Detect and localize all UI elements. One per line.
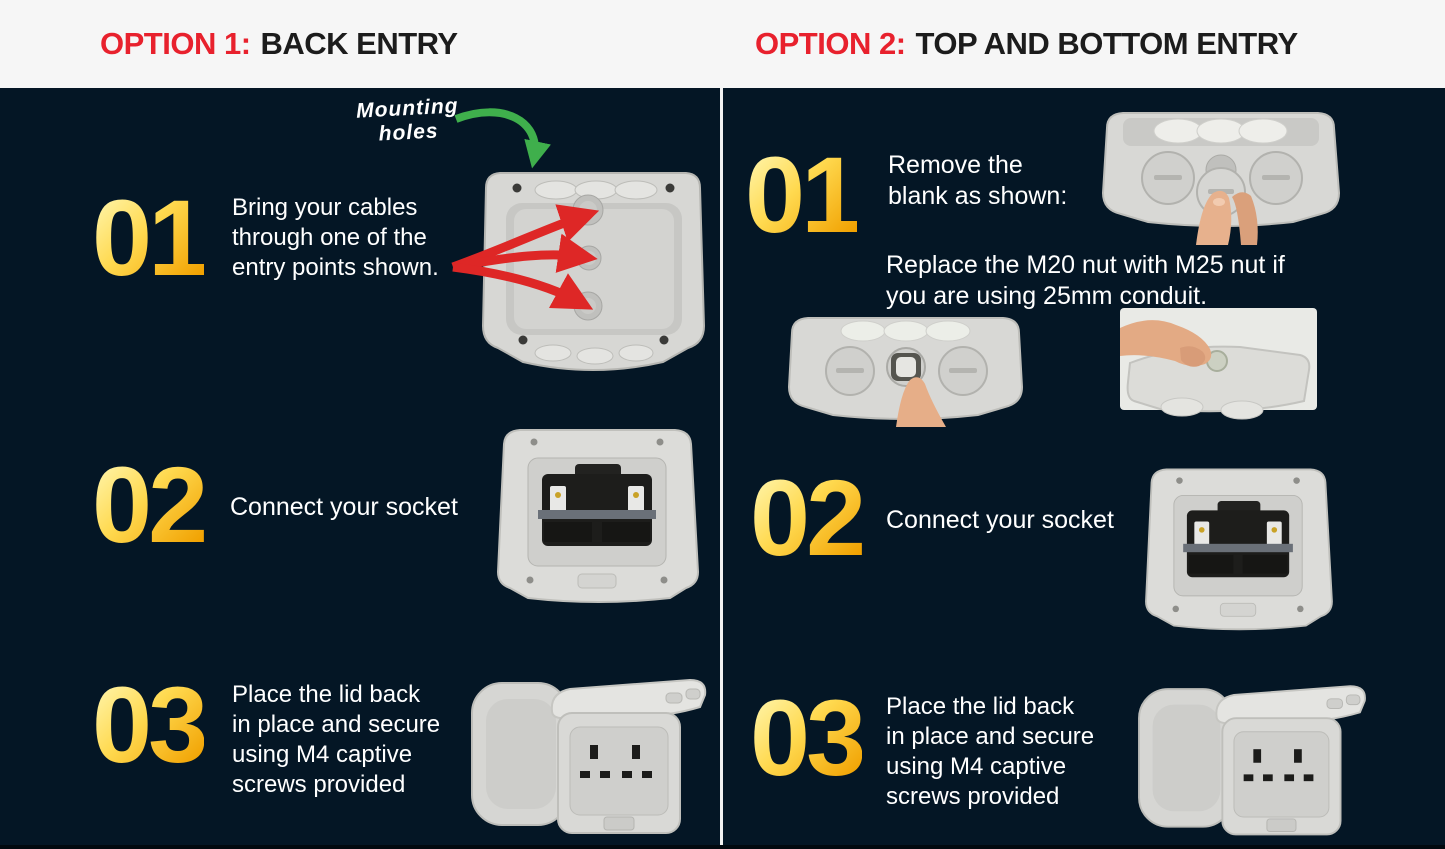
bottom-edge (0, 845, 1445, 849)
option1-step1-text: Bring your cables through one of the ent… (232, 194, 439, 281)
mounting-hole (665, 183, 675, 193)
hand-nut-inside-photo (1120, 308, 1317, 420)
mounting-hole (512, 183, 522, 193)
red-entry-arrows-icon (451, 204, 600, 310)
option2-step1-note: Replace the M20 nut with M25 nut if you … (886, 251, 1285, 311)
option2-step2-number: 02 (750, 457, 866, 578)
mounting-hole (659, 335, 669, 345)
option1-step2-number: 02 (92, 444, 208, 565)
socket-back-plate-photo (1145, 468, 1333, 631)
option2-header-prefix: OPTION 2: (755, 26, 906, 61)
knockout (618, 344, 654, 362)
fingers (1196, 190, 1258, 245)
option2-header-title: TOP AND BOTTOM ENTRY (915, 26, 1299, 61)
option1-step3-text: Place the lid back in place and secure u… (232, 681, 441, 798)
option1-header-title: BACK ENTRY (260, 26, 459, 61)
box-lid-open-photo (471, 678, 707, 834)
hand (1120, 320, 1212, 367)
option2-step2-text: Connect your socket (886, 506, 1114, 534)
option2-step1-text: Remove the blank as shown: (888, 151, 1068, 211)
option2-step1-number: 01 (745, 134, 861, 255)
green-arrow-icon (454, 108, 551, 169)
option1-header-prefix: OPTION 1: (100, 26, 251, 61)
option1-step2-text: Connect your socket (230, 493, 458, 521)
header-bar: OPTION 1: BACK ENTRY OPTION 2: TOP AND B… (0, 0, 1445, 88)
option2-step3-number: 03 (750, 677, 866, 798)
option1-step3-number: 03 (92, 664, 208, 785)
option2-step3-text: Place the lid back in place and secure u… (886, 693, 1095, 810)
mounting-hole (518, 335, 528, 345)
column-divider (720, 88, 723, 849)
open-hole-finger-photo (787, 317, 1024, 427)
option1-header: OPTION 1: BACK ENTRY (100, 0, 458, 88)
option1-step1-number: 01 (92, 177, 208, 298)
pointing-finger (896, 377, 946, 427)
knockout (534, 180, 578, 200)
knockout (576, 347, 614, 365)
socket-back-plate-photo (496, 429, 700, 603)
knockout (534, 344, 572, 362)
knockout (614, 180, 658, 200)
removing-blank-photo (1101, 112, 1341, 245)
option2-header: OPTION 2: TOP AND BOTTOM ENTRY (755, 0, 1298, 88)
open-back-box-photo (451, 108, 706, 371)
box-lid-open-photo (1138, 685, 1366, 836)
